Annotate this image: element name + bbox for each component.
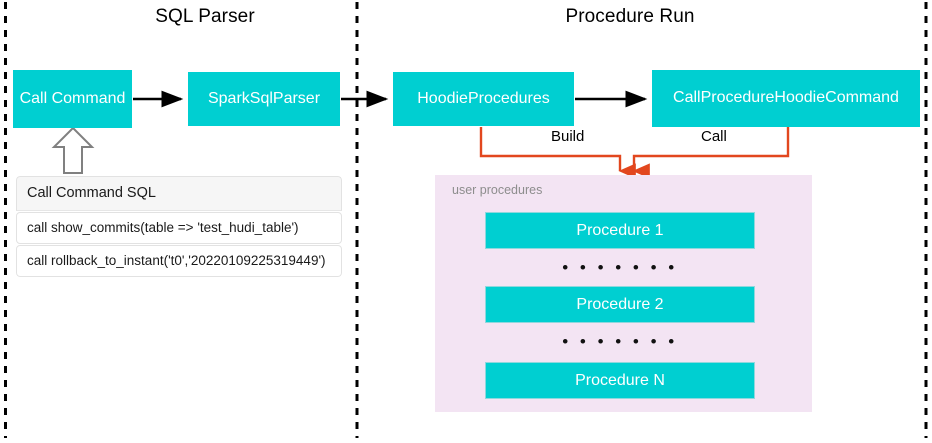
edge-label-build: Build [546,128,590,145]
block-arrow-sql-to-call-command [51,126,95,174]
procedure-ellipsis: • • • • • • • [562,258,678,277]
sql-table-row: call show_commits(table => 'test_hudi_ta… [16,212,342,244]
node-spark-sql-parser: SparkSqlParser [188,72,340,126]
procedure-item: Procedure N [485,362,755,399]
user-procedures-panel-label: user procedures [452,183,543,197]
node-call-procedure-hoodie-command: CallProcedureHoodieCommand [652,70,920,127]
call-command-sql-table: Call Command SQL call show_commits(table… [16,176,342,277]
node-hoodie-procedures: HoodieProcedures [393,72,574,126]
edge-label-call: Call [696,128,732,145]
procedure-ellipsis: • • • • • • • [562,332,678,351]
procedure-item: Procedure 2 [485,286,755,323]
sql-table-header: Call Command SQL [16,176,342,211]
section-title-procedure-run: Procedure Run [565,6,695,27]
sql-table-row: call rollback_to_instant('t0','202201092… [16,245,342,277]
section-title-sql-parser: SQL Parser [155,6,255,27]
node-call-command: Call Command [13,70,132,128]
procedure-item: Procedure 1 [485,212,755,249]
